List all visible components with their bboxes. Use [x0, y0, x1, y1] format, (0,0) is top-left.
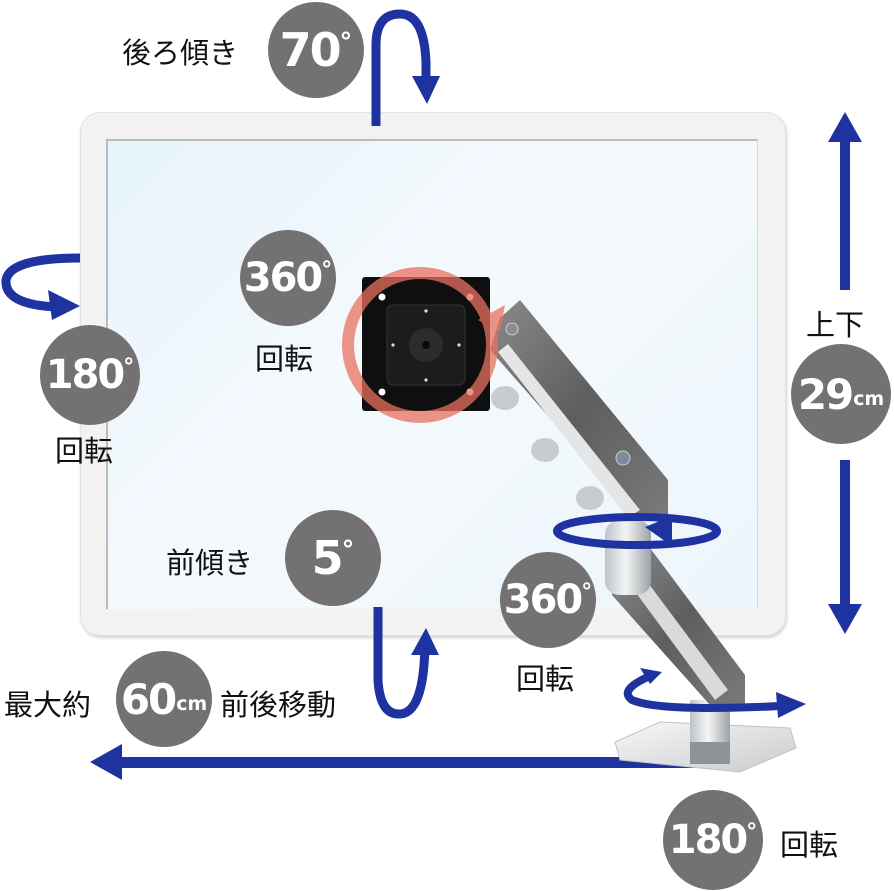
base-swivel-label: 回転 [780, 828, 839, 862]
screen-rotation-label: 回転 [255, 342, 314, 376]
swivel-left-label: 回転 [55, 434, 114, 468]
degree-symbol: ° [341, 534, 355, 564]
swivel-left-value: 180 [45, 352, 125, 398]
height-arrow-icon [828, 112, 862, 634]
height-value: 29 [797, 369, 854, 419]
height-label: 上下 [806, 308, 865, 342]
screen-rotation-badge: 360° [240, 230, 336, 326]
tilt-back-value: 70 [279, 23, 342, 77]
degree-symbol: ° [746, 819, 758, 845]
degree-symbol: ° [321, 257, 333, 283]
upper-arm [490, 300, 668, 520]
tilt-forward-badge: 5° [285, 510, 381, 606]
screen-rotation-value: 360 [243, 255, 323, 301]
swivel-left-badge: 180° [40, 325, 140, 425]
arm-swivel-label: 回転 [516, 662, 575, 696]
tilt-forward-label: 前傾き [166, 546, 254, 580]
cm-unit: cm [176, 692, 208, 715]
reach-suffix-label: 前後移動 [220, 688, 337, 722]
desk-clamp-base [614, 700, 797, 773]
arm-swivel-badge: 360° [500, 552, 596, 648]
vesa-mount-plate [362, 277, 490, 411]
cm-unit: cm [853, 387, 885, 410]
screen-rotation-ring-icon [342, 267, 505, 423]
reach-arrow-icon [90, 744, 696, 780]
swivel-left-arrow-icon [1, 253, 81, 320]
reach-value: 60 [120, 674, 177, 724]
tilt-back-label: 後ろ傾き [122, 36, 239, 70]
tilt-back-badge: 70° [268, 2, 364, 98]
tilt-forward-value: 5 [311, 531, 344, 585]
base-swivel-arrow-icon [623, 668, 806, 718]
tilt-back-arrow-icon [371, 9, 440, 126]
degree-symbol: ° [123, 354, 135, 380]
degree-symbol: ° [581, 579, 593, 605]
tilt-forward-arrow-icon [373, 607, 439, 719]
base-swivel-value: 180 [668, 817, 748, 863]
base-swivel-badge: 180° [663, 790, 763, 890]
lower-arm [605, 520, 745, 705]
degree-symbol: ° [339, 26, 353, 56]
reach-prefix-label: 最大約 [4, 688, 92, 722]
arm-swivel-arrow-icon [553, 513, 721, 549]
arm-swivel-value: 360 [503, 577, 583, 623]
